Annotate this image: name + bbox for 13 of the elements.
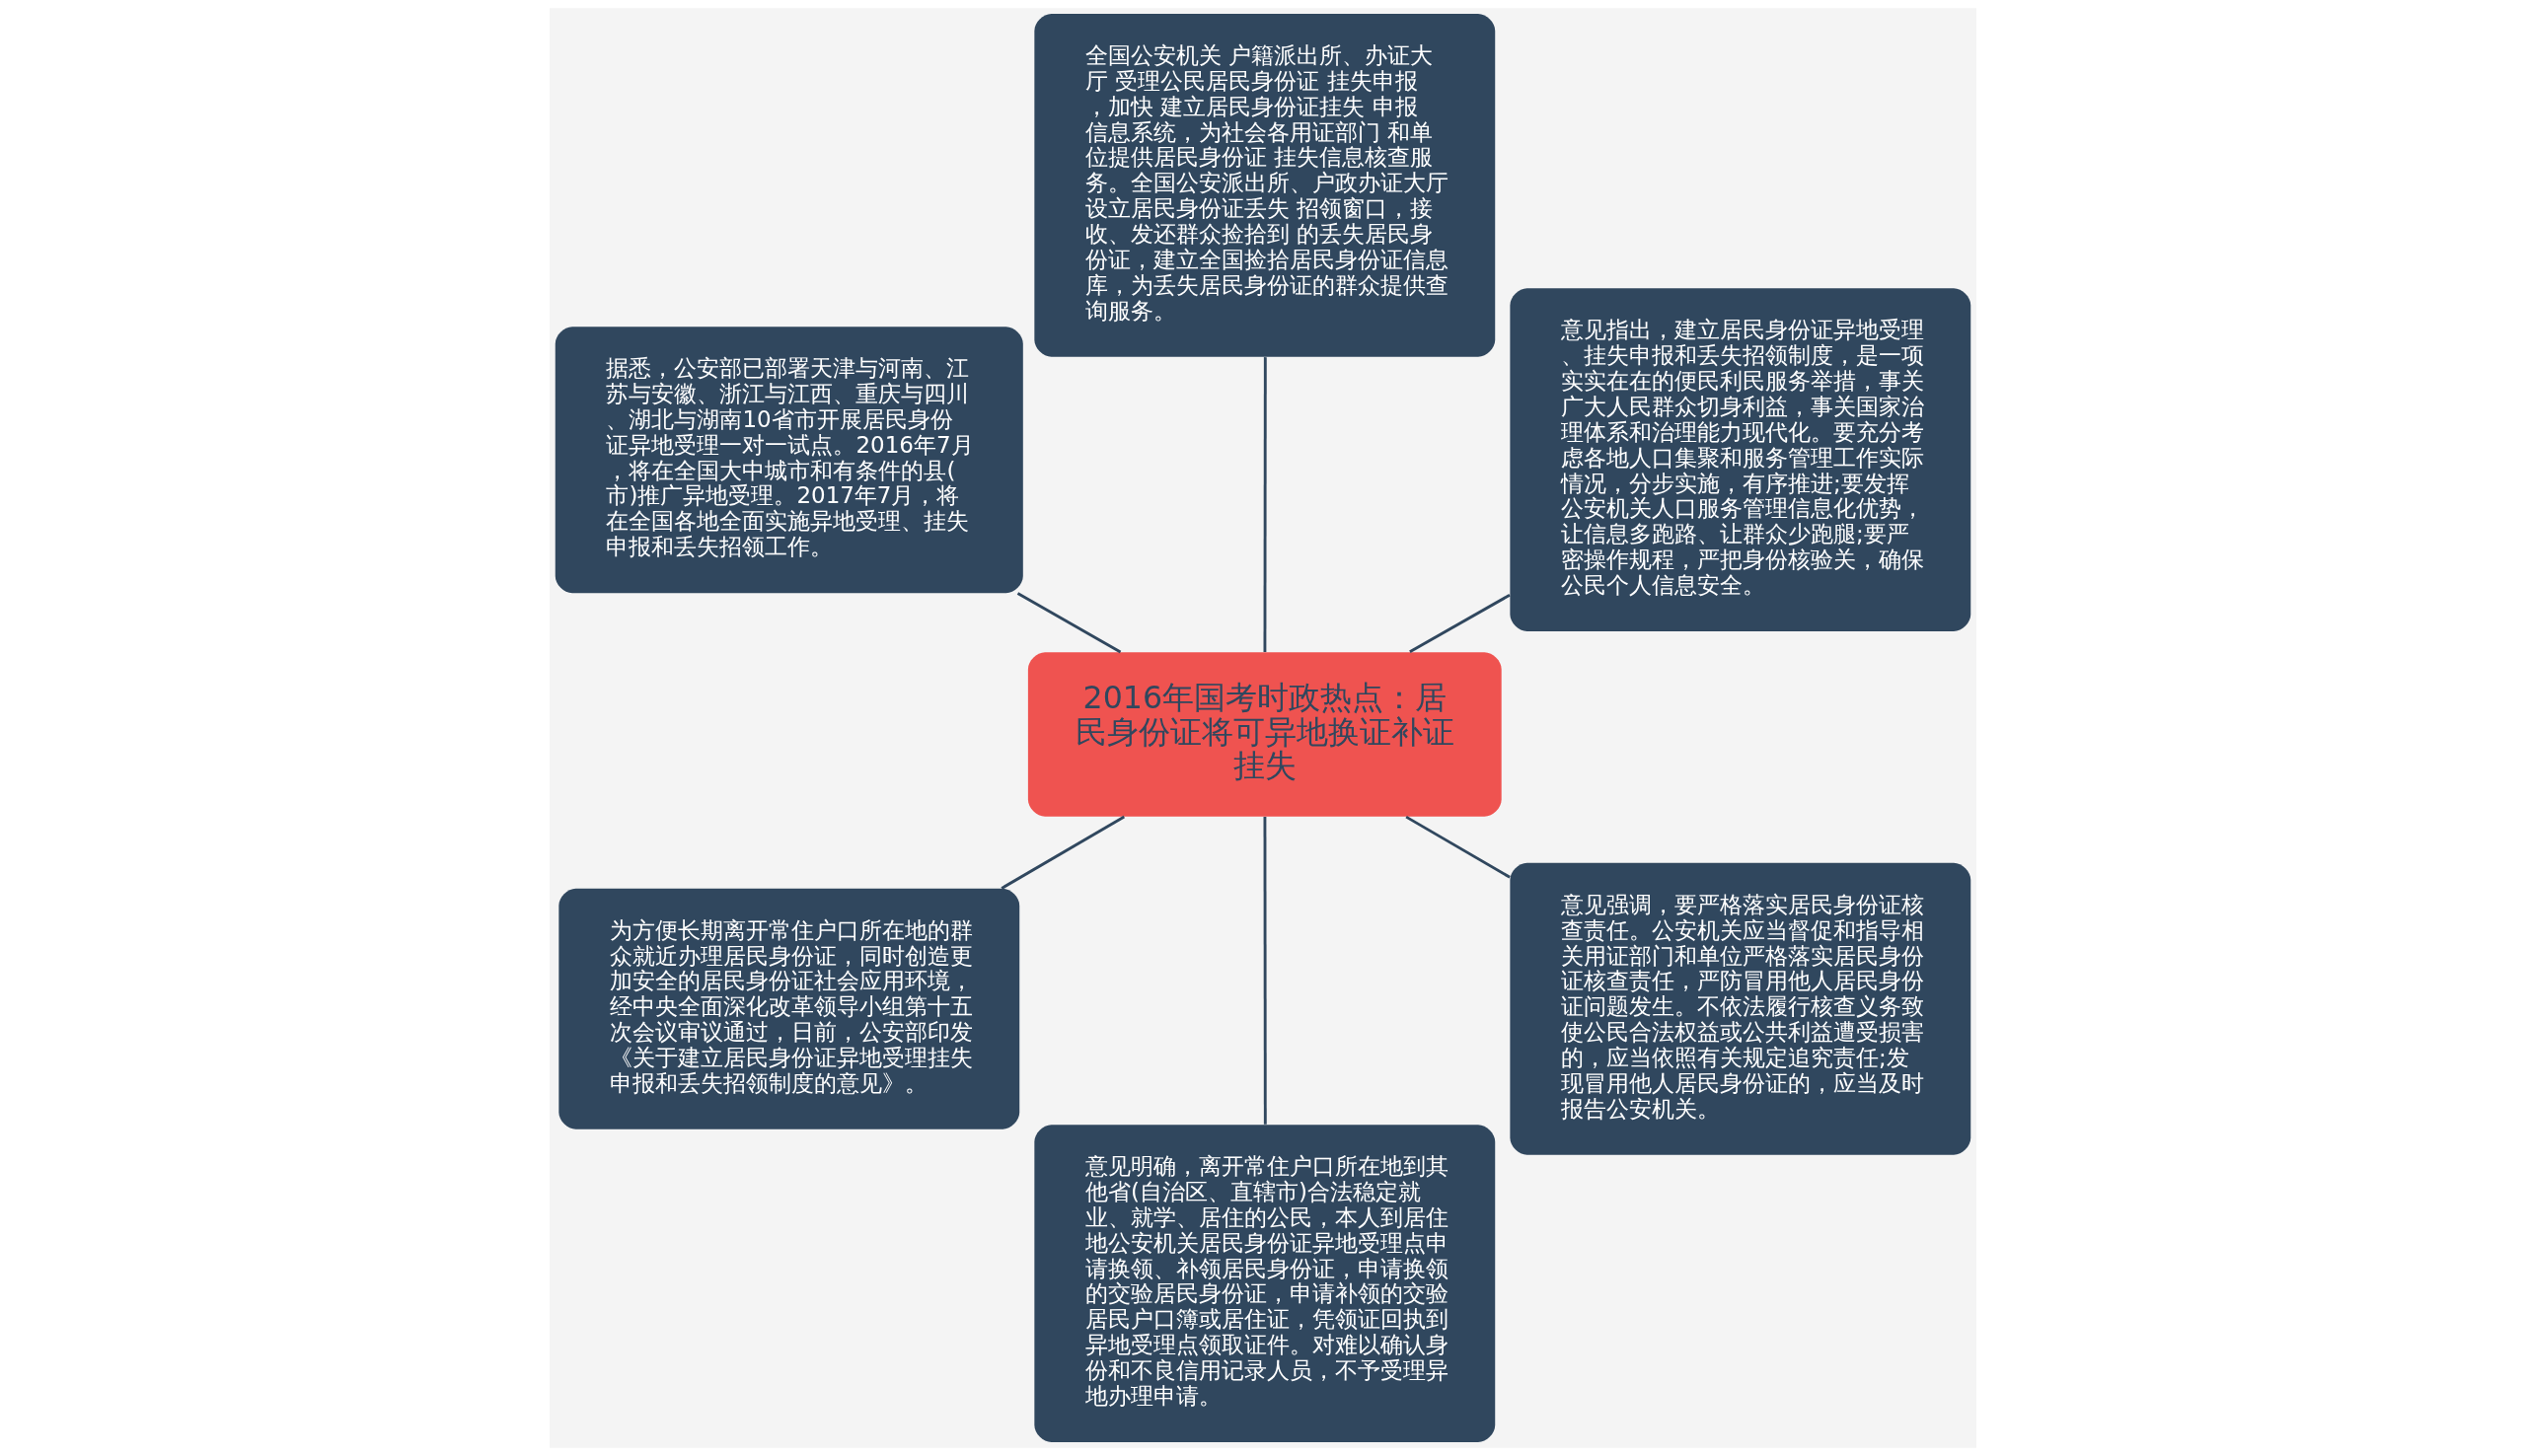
node-box: 全国公安机关 户籍派出所、办证大厅 受理公民居民身份证 挂失申报，加快 建立居民身份证挂失 申报信息系统，为社会各用证部门 和单位提供居民身份证 挂失信息核查服务。全国公安派出所、户政办证大厅设立居民身份证丢失 招领窗口，接收、发还群众捡拾到 的丢失居民身份证，建立全国捡拾居民身份证信息库，为丢失居民身份证的群众提供查询服务。 (1034, 14, 1496, 357)
connector (1409, 593, 1511, 654)
connector (1405, 815, 1511, 879)
node-box: 2016年国考时政热点：居民身份证将可异地换证补证挂失 (1027, 652, 1502, 817)
connector (1001, 815, 1126, 890)
node-box: 意见指出，建立居民身份证异地受理、挂失申报和丢失招领制度，是一项实实在在的便民利民服务举措，事关广大人民群众切身利益，事关国家治理体系和治理能力现代化。要充分考虑各地人口集聚和服务管理工作实际情况，分步实施，有序推进;要发挥公安机关人口服务管理信息化优势，让信息多跑路、让群众少跑腿;要严密操作规程，严把身份核验关，确保公民个人信息安全。 (1510, 288, 1971, 631)
node-box: 意见明确，离开常住户口所在地到其他省(自治区、直辖市)合法稳定就业、就学、居住的公民，本人到居住地公安机关居民身份证异地受理点申请换领、补领居民身份证，申请换领的交验居民身份证，申请补领的交验居民户口簿或居住证，凭领证回执到异地受理点领取证件。对难以确认身份和不良信用记录人员，不予受理异地办理申请。 (1034, 1125, 1496, 1442)
node-box: 据悉，公安部已部署天津与河南、江苏与安徽、浙江与江西、重庆与四川、湖北与湖南10省市开展居民身份证异地受理一对一试点。2016年7月，将在全国大中城市和有条件的县(市)推广异地受理。2017年7月，将在全国各地全面实施异地受理、挂失申报和丢失招领工作。 (555, 327, 1023, 594)
node-box: 意见强调，要严格落实居民身份证核查责任。公安机关应当督促和指导相关用证部门和单位严格落实居民身份证核查责任，严防冒用他人居民身份证问题发生。不依法履行核查义务致使公民合法权益或公共利益遭受损害的，应当依照有关规定追究责任;发现冒用他人居民身份证的，应当及时报告公安机关。 (1510, 862, 1971, 1155)
connector (1263, 816, 1267, 1125)
node-box: 为方便长期离开常住户口所在地的群众就近办理居民身份证，同时创造更加安全的居民身份证社会应用环境，经中央全面深化改革领导小组第十五次会议审议通过，日前，公安部印发《关于建立居民身份证异地受理挂失申报和丢失招领制度的意见》。 (558, 888, 1020, 1129)
connector (1263, 357, 1267, 652)
connector (1016, 592, 1122, 654)
